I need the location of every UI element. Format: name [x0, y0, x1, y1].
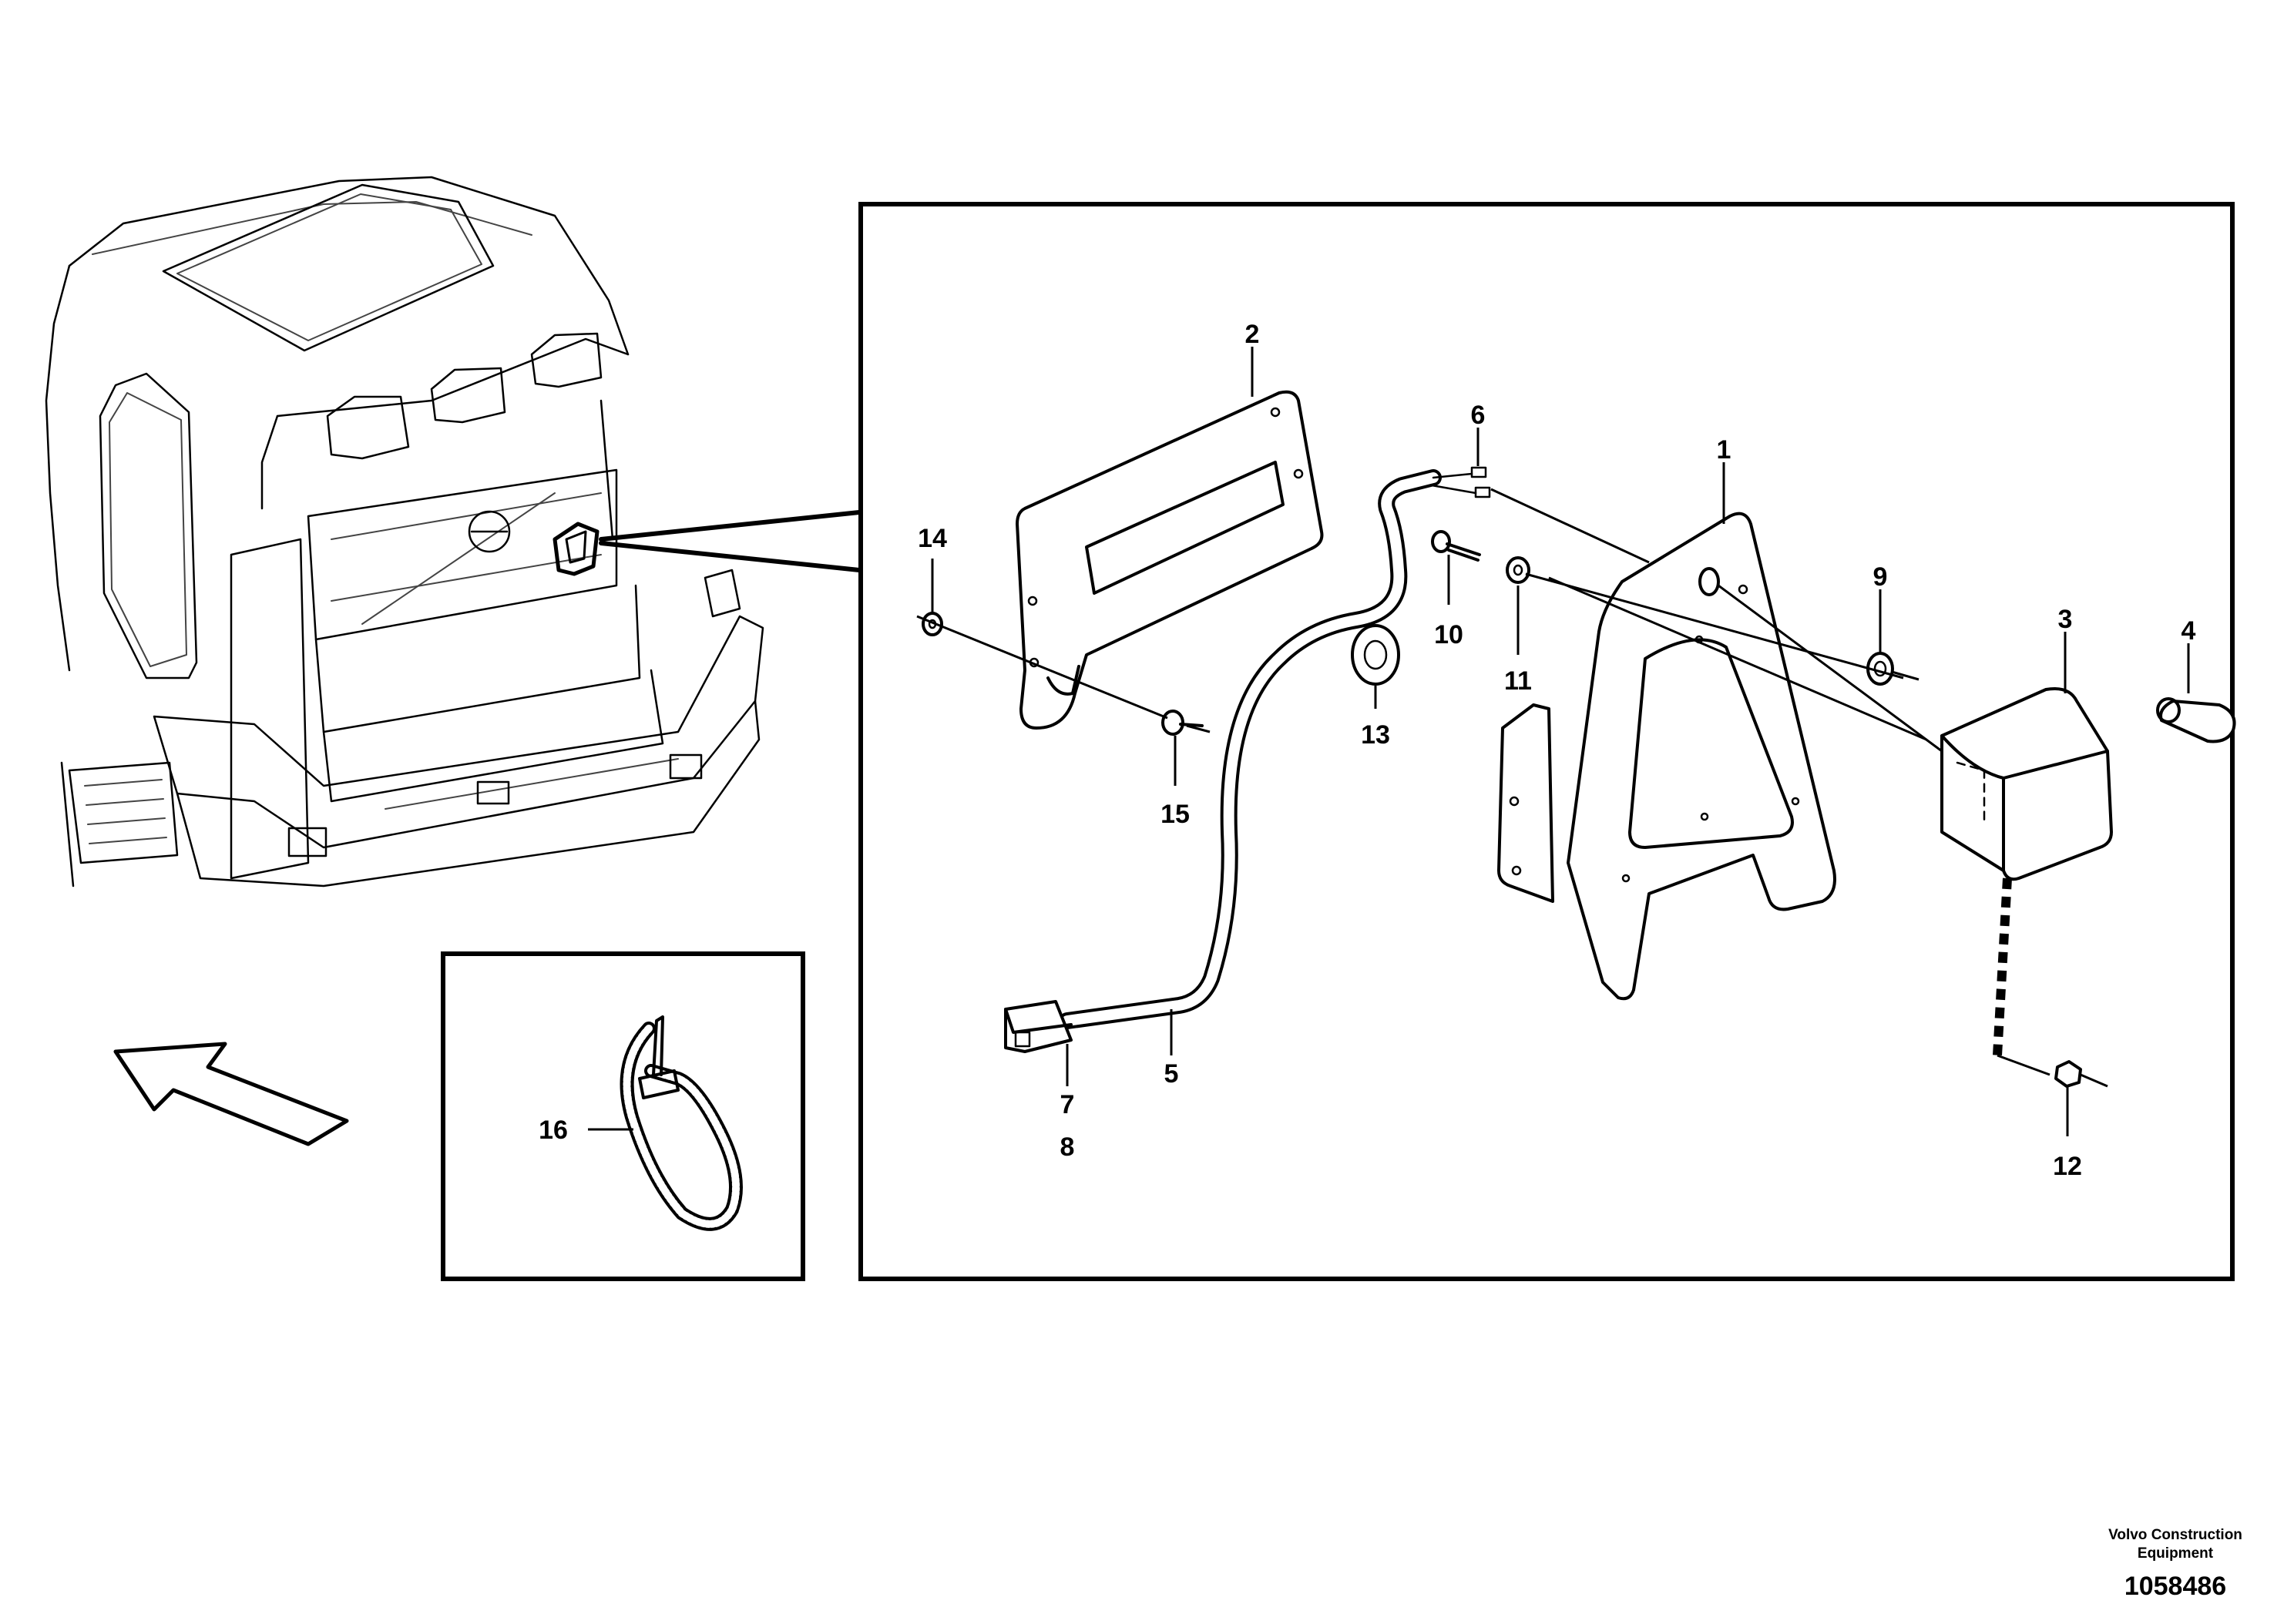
part-3-lamp-housing	[1940, 687, 2113, 1076]
callout-5: 5	[1164, 1059, 1179, 1089]
part-1-lamp-bracket	[1497, 512, 1836, 1001]
fasteners	[922, 530, 2082, 1088]
part-16-cable-tie	[588, 1015, 743, 1231]
callout-2: 2	[1245, 320, 1260, 349]
callout-16: 16	[539, 1116, 568, 1145]
callout-11: 11	[1504, 666, 1532, 696]
leader-lines	[931, 347, 2190, 1136]
callout-1: 1	[1717, 435, 1731, 465]
callout-labels: 1 2 3 4 5 6 7 8 9 10 11 12 13 14 15 16	[539, 320, 2195, 1181]
callout-12: 12	[2053, 1152, 2082, 1181]
callout-8: 8	[1060, 1132, 1075, 1162]
callout-15: 15	[1160, 800, 1190, 829]
assembly-axes	[916, 488, 2108, 1088]
callout-4: 4	[2181, 616, 2196, 646]
company-name-line1: Volvo Construction	[2108, 1527, 2242, 1543]
callout-14: 14	[918, 524, 947, 553]
footer: Volvo Construction Equipment 1058486	[2108, 1527, 2242, 1601]
callout-6: 6	[1471, 401, 1486, 430]
direction-arrow-icon	[113, 1042, 349, 1146]
part-2-mounting-plate	[1016, 390, 1324, 730]
part-5-wiring-harness	[1004, 466, 1491, 1053]
callout-3: 3	[2058, 605, 2073, 634]
detail-frame	[858, 202, 2235, 1281]
zoom-connector	[599, 510, 862, 572]
drawing-number: 1058486	[2124, 1572, 2226, 1601]
cable-tie-inset-frame	[441, 951, 805, 1281]
machine-rear-view	[45, 176, 764, 887]
callout-9: 9	[1873, 562, 1888, 592]
company-name-line2: Equipment	[2138, 1545, 2214, 1562]
callout-7: 7	[1060, 1090, 1075, 1119]
part-4-bulb	[2156, 697, 2236, 743]
callout-10: 10	[1434, 620, 1463, 649]
callout-13: 13	[1361, 720, 1390, 750]
